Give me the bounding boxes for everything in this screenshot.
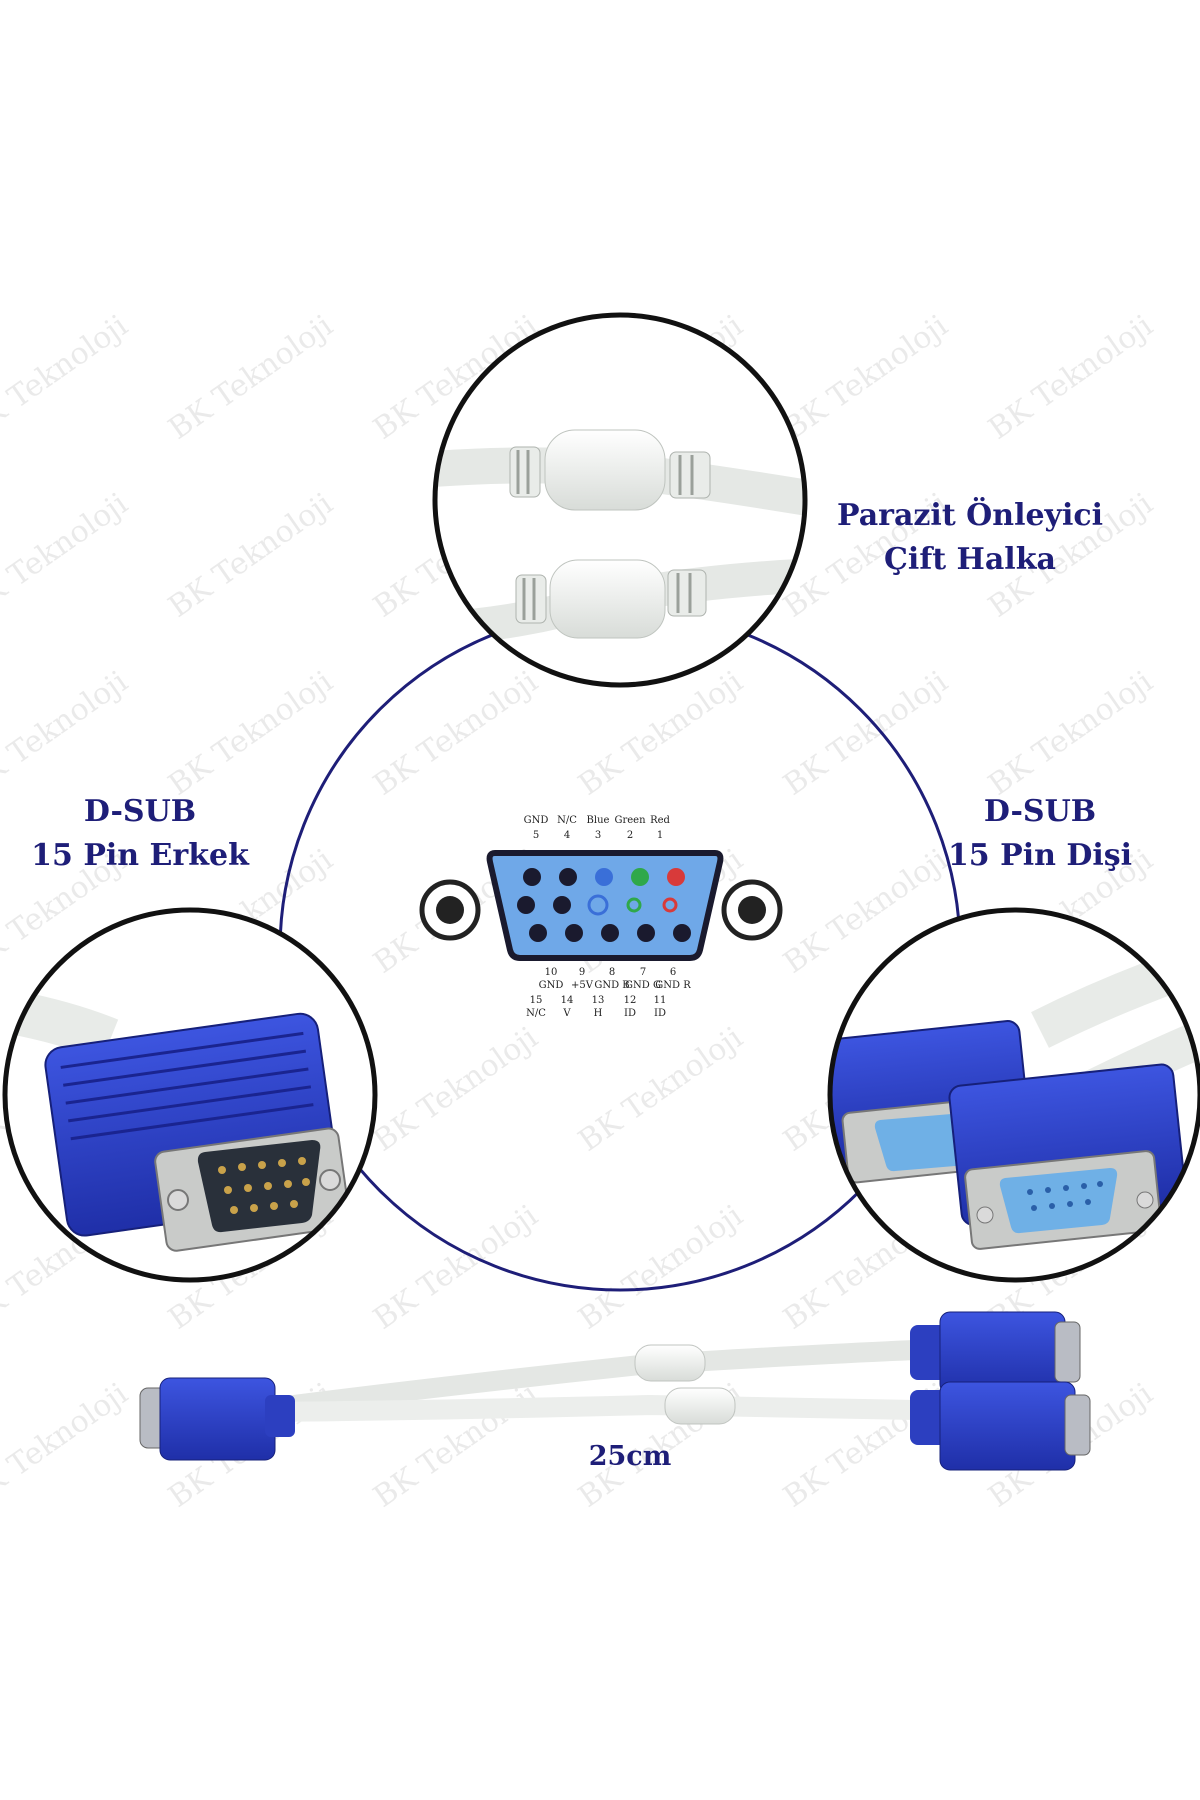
pin-number-label: 9 <box>579 967 585 978</box>
vga-pin-dot <box>662 897 678 913</box>
pin-number-label: 13 <box>592 995 605 1006</box>
vga-pin-dot <box>523 868 541 886</box>
ferrite-cores-closeup <box>435 315 805 685</box>
pin-name-label: GND <box>539 980 564 991</box>
vga-pin-dot <box>553 896 571 914</box>
pin-number-label: 10 <box>545 967 558 978</box>
vga-pin-dot <box>517 896 535 914</box>
pin-name-label: GND G <box>625 980 661 991</box>
pin-name-label: ID <box>624 1008 636 1019</box>
pin-name-label: V <box>562 1008 571 1019</box>
pin-name-label: N/C <box>557 815 577 826</box>
pin-name-label: ID <box>654 1008 666 1019</box>
pin-name-label: +5V <box>571 980 594 991</box>
pin-number-label: 14 <box>561 995 574 1006</box>
pin-number-label: 6 <box>670 967 676 978</box>
vga-pin-dot <box>595 868 613 886</box>
vga-pin-dot <box>587 894 609 916</box>
female-connectors-closeup <box>830 910 1200 1280</box>
ferrite-label-line1: Parazit Önleyici <box>836 498 1104 533</box>
pin-name-label: Green <box>614 815 646 826</box>
pin-name-label: Red <box>650 815 670 826</box>
cable-length-label: 25cm <box>588 1441 672 1472</box>
vga-pin-dot <box>601 924 619 942</box>
pin-name-label: GND <box>524 815 549 826</box>
vga-pin-dot <box>559 868 577 886</box>
pin-number-label: 3 <box>595 830 601 841</box>
male-connector-label: D-SUB 15 Pin Erkek <box>10 790 270 877</box>
pin-number-label: 2 <box>627 830 633 841</box>
vga-pin-dot <box>673 924 691 942</box>
pin-name-label: GND B <box>594 980 629 991</box>
vga-pin-dot <box>565 924 583 942</box>
pin-name-label: H <box>594 1008 603 1019</box>
vga-pin-dot <box>667 868 685 886</box>
vga-pin-dot <box>631 868 649 886</box>
pin-name-label: N/C <box>526 1008 546 1019</box>
vga-pin-dot <box>626 897 642 913</box>
pin-name-label: GND R <box>655 980 691 991</box>
ferrite-label: Parazit Önleyici Çift Halka <box>800 494 1140 581</box>
vga-pin-dot <box>637 924 655 942</box>
female-connector-label: D-SUB 15 Pin Dişi <box>905 790 1175 877</box>
pin-number-label: 15 <box>530 995 543 1006</box>
vga-pin-dot <box>529 924 547 942</box>
male-connector-closeup <box>5 910 375 1280</box>
pin-number-label: 4 <box>564 830 570 841</box>
female-label-line1: D-SUB <box>983 794 1097 829</box>
full-cable-photo <box>139 1311 1091 1471</box>
pin-name-label: Blue <box>587 815 610 826</box>
pin-number-label: 5 <box>533 830 539 841</box>
male-label-line2: 15 Pin Erkek <box>31 837 249 873</box>
pin-number-label: 12 <box>624 995 637 1006</box>
male-label-line1: D-SUB <box>83 794 197 829</box>
pin-number-label: 7 <box>640 967 646 978</box>
ferrite-label-line2: Çift Halka <box>884 541 1056 577</box>
pin-number-label: 11 <box>654 995 667 1006</box>
pin-number-label: 8 <box>609 967 615 978</box>
pin-number-label: 1 <box>657 830 663 841</box>
female-label-line2: 15 Pin Dişi <box>947 837 1133 873</box>
